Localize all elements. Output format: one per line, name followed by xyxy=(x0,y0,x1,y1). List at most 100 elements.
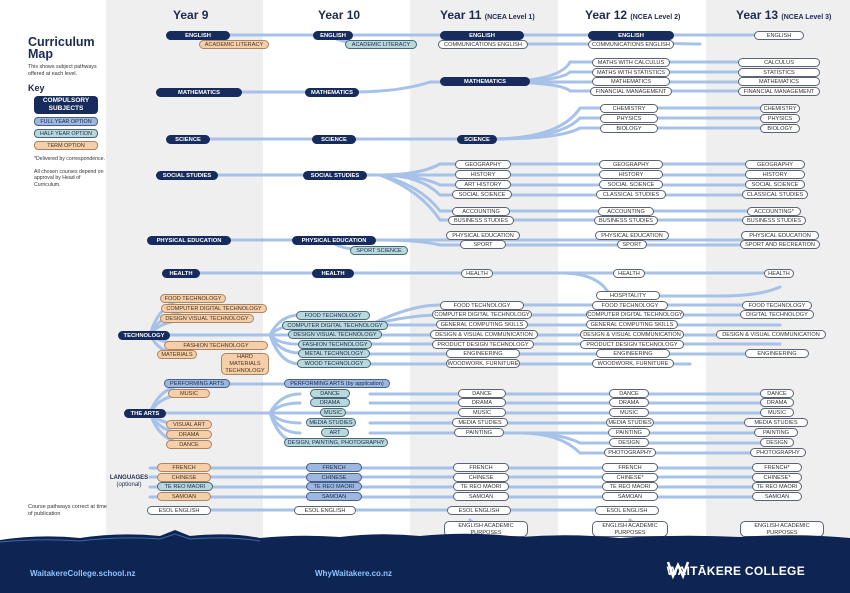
subject-box-chinese: CHINESE* xyxy=(752,473,802,482)
subject-box-business-studies: BUSINESS STUDIES xyxy=(742,216,806,225)
subject-box-hard-materials-technology: HARD MATERIALS TECHNOLOGY xyxy=(221,353,269,375)
subject-box-physics: PHYSICS xyxy=(600,114,658,123)
column-header-year10: Year 10 xyxy=(318,8,361,22)
subject-box-te-reo-maori: TE REO MAORI xyxy=(602,482,658,491)
subject-box-food-technology: FOOD TECHNOLOGY xyxy=(440,301,524,310)
subject-box-computer-digital-technology: COMPUTER DIGITAL TECHNOLOGY xyxy=(282,321,388,330)
subject-box-physical-education: PHYSICAL EDUCATION xyxy=(595,231,669,240)
subject-box-painting: PAINTING xyxy=(754,428,798,437)
subject-box-materials: MATERIALS xyxy=(157,350,197,359)
subject-box-chemistry: CHEMISTRY xyxy=(600,104,658,113)
subject-box-general-computing-skills: GENERAL COMPUTING SKILLS xyxy=(436,320,528,329)
subject-box-mathematics: MATHEMATICS xyxy=(440,77,530,86)
subject-box-art: ART xyxy=(321,428,349,437)
subject-box-communications-english: COMMUNICATIONS ENGLISH xyxy=(588,40,674,49)
subject-box-te-reo-maori: TE REO MAORI xyxy=(752,482,802,491)
subject-box-financial-management: FINANCIAL MANAGEMENT xyxy=(590,87,672,96)
subject-box-fashion-technology: FASHION TECHNOLOGY xyxy=(164,341,268,350)
subject-box-communications-english: COMMUNICATIONS ENGLISH xyxy=(438,40,528,49)
subject-box-mathematics: MATHEMATICS xyxy=(156,88,242,97)
languages-subtitle: (optional) xyxy=(116,482,142,488)
subject-box-academic-literacy: ACADEMIC LITERACY xyxy=(345,40,417,49)
subject-box-esol-english: ESOL ENGLISH xyxy=(595,506,659,515)
subject-box-chinese: CHINESE xyxy=(453,473,509,482)
subject-box-food-technology: FOOD TECHNOLOGY xyxy=(592,301,668,310)
subject-box-mathematics: MATHEMATICS xyxy=(305,88,359,97)
subject-box-history: HISTORY xyxy=(455,170,511,179)
subject-box-music: MUSIC xyxy=(609,408,649,417)
legend-note-approval: All chosen courses depend on approval by… xyxy=(34,168,104,188)
subject-box-calculus: CALCULUS xyxy=(738,58,820,67)
subject-box-statistics: STATISTICS xyxy=(738,68,820,77)
subject-box-media-studies: MEDIA STUDIES xyxy=(744,418,808,427)
subject-box-classical-studies: CLASSICAL STUDIES xyxy=(596,190,666,199)
subject-box-computer-digital-technology: COMPUTER DIGITAL TECHNOLOGY xyxy=(586,310,684,319)
column-header-year11: Year 11 (NCEA Level 1) xyxy=(440,8,535,22)
subject-box-food-technology: FOOD TECHNOLOGY xyxy=(742,301,812,310)
college-name: WAITĀKERE COLLEGE xyxy=(666,564,805,578)
footer-bar: WaitakereCollege.school.nz WhyWaitakere.… xyxy=(0,530,850,593)
map-intro: This shows subject pathways offered at e… xyxy=(28,64,97,77)
subject-box-financial-management: FINANCIAL MANAGEMENT xyxy=(738,87,820,96)
subject-box-technology: TECHNOLOGY xyxy=(118,331,170,340)
link-waitakere-college[interactable]: WaitakereCollege.school.nz xyxy=(30,569,136,578)
subject-box-physical-education: PHYSICAL EDUCATION xyxy=(446,231,520,240)
subject-box-computer-digital-technology: COMPUTER DIGITAL TECHNOLOGY xyxy=(432,310,532,319)
subject-box-performing-arts: PERFORMING ARTS xyxy=(164,379,230,388)
legend-term: TERM OPTION xyxy=(34,141,98,150)
subject-box-samoan: SAMOAN xyxy=(602,492,658,501)
subject-box-science: SCIENCE xyxy=(166,135,210,144)
subject-box-french: FRENCH xyxy=(453,463,509,472)
subject-box-history: HISTORY xyxy=(745,170,805,179)
subject-box-health: HEALTH xyxy=(461,269,493,278)
subject-box-biology: BIOLOGY xyxy=(600,124,658,133)
subject-box-dance: DANCE xyxy=(166,440,212,449)
subject-box-french: FRENCH xyxy=(306,463,362,472)
map-title: Curriculum Map xyxy=(28,35,95,61)
subject-box-english: ENGLISH xyxy=(166,31,230,40)
subject-box-samoan: SAMOAN xyxy=(453,492,509,501)
subject-box-visual-art: VISUAL ART xyxy=(166,420,212,429)
subject-box-food-technology: FOOD TECHNOLOGY xyxy=(296,311,370,320)
subject-box-esol-english: ESOL ENGLISH xyxy=(147,506,211,515)
link-why-waitakere[interactable]: WhyWaitakere.co.nz xyxy=(315,569,393,578)
subject-box-photography: PHOTOGRAPHY xyxy=(604,448,656,457)
subject-box-media-studies: MEDIA STUDIES xyxy=(306,418,356,427)
subject-box-fashion-technology: FASHION TECHNOLOGY xyxy=(298,340,372,349)
subject-box-design-visual-communication: DESIGN & VISUAL COMMUNICATION xyxy=(580,330,684,339)
legend-half: HALF YEAR OPTION xyxy=(34,129,98,138)
footer-note: Course pathways correct at time of publi… xyxy=(28,504,107,517)
subject-box-general-computing-skills: GENERAL COMPUTING SKILLS xyxy=(586,320,678,329)
subject-box-physics: PHYSICS xyxy=(760,114,800,123)
subject-box-dance: DANCE xyxy=(609,389,649,398)
subject-box-design-visual-communication: DESIGN & VISUAL COMMUNICATION xyxy=(716,330,826,339)
languages-title: LANGUAGES xyxy=(109,475,149,481)
languages-label: LANGUAGES (optional) xyxy=(104,475,154,489)
column-header-year12: Year 12 (NCEA Level 2) xyxy=(585,8,681,22)
subject-box-te-reo-maori: TE REO MAORI xyxy=(453,482,509,491)
subject-box-english: ENGLISH xyxy=(313,31,353,40)
subject-box-drama: DRAMA xyxy=(609,398,649,407)
subject-box-dance: DANCE xyxy=(760,389,794,398)
subject-box-computer-digital-technology: COMPUTER DIGITAL TECHNOLOGY xyxy=(161,304,267,313)
subject-box-hospitality: HOSPITALITY xyxy=(596,291,660,300)
subject-box-history: HISTORY xyxy=(599,170,663,179)
subject-box-accounting: ACCOUNTING xyxy=(452,207,510,216)
subject-box-dance: DANCE xyxy=(310,389,350,398)
subject-box-health: HEALTH xyxy=(764,269,794,278)
subject-box-social-studies: SOCIAL STUDIES xyxy=(156,171,218,180)
subject-box-classical-studies: CLASSICAL STUDIES xyxy=(742,190,808,199)
legend-full: FULL YEAR OPTION xyxy=(34,117,98,126)
subject-box-maths-with-statistics: MATHS WITH STATISTICS xyxy=(592,68,670,77)
subject-box-geography: GEOGRAPHY xyxy=(599,160,663,169)
subject-box-photography: PHOTOGRAPHY xyxy=(750,448,806,457)
subject-box-media-studies: MEDIA STUDIES xyxy=(452,418,508,427)
subject-box-mathematics: MATHEMATICS xyxy=(592,77,670,86)
subject-box-chemistry: CHEMISTRY xyxy=(760,104,800,113)
subject-box-physical-education: PHYSICAL EDUCATION xyxy=(741,231,819,240)
subject-box-digital-technology: DIGITAL TECHNOLOGY xyxy=(740,310,814,319)
subject-box-art-history: ART HISTORY xyxy=(455,180,511,189)
subject-box-sport: SPORT xyxy=(460,240,506,249)
subject-box-social-science: SOCIAL SCIENCE xyxy=(599,180,663,189)
